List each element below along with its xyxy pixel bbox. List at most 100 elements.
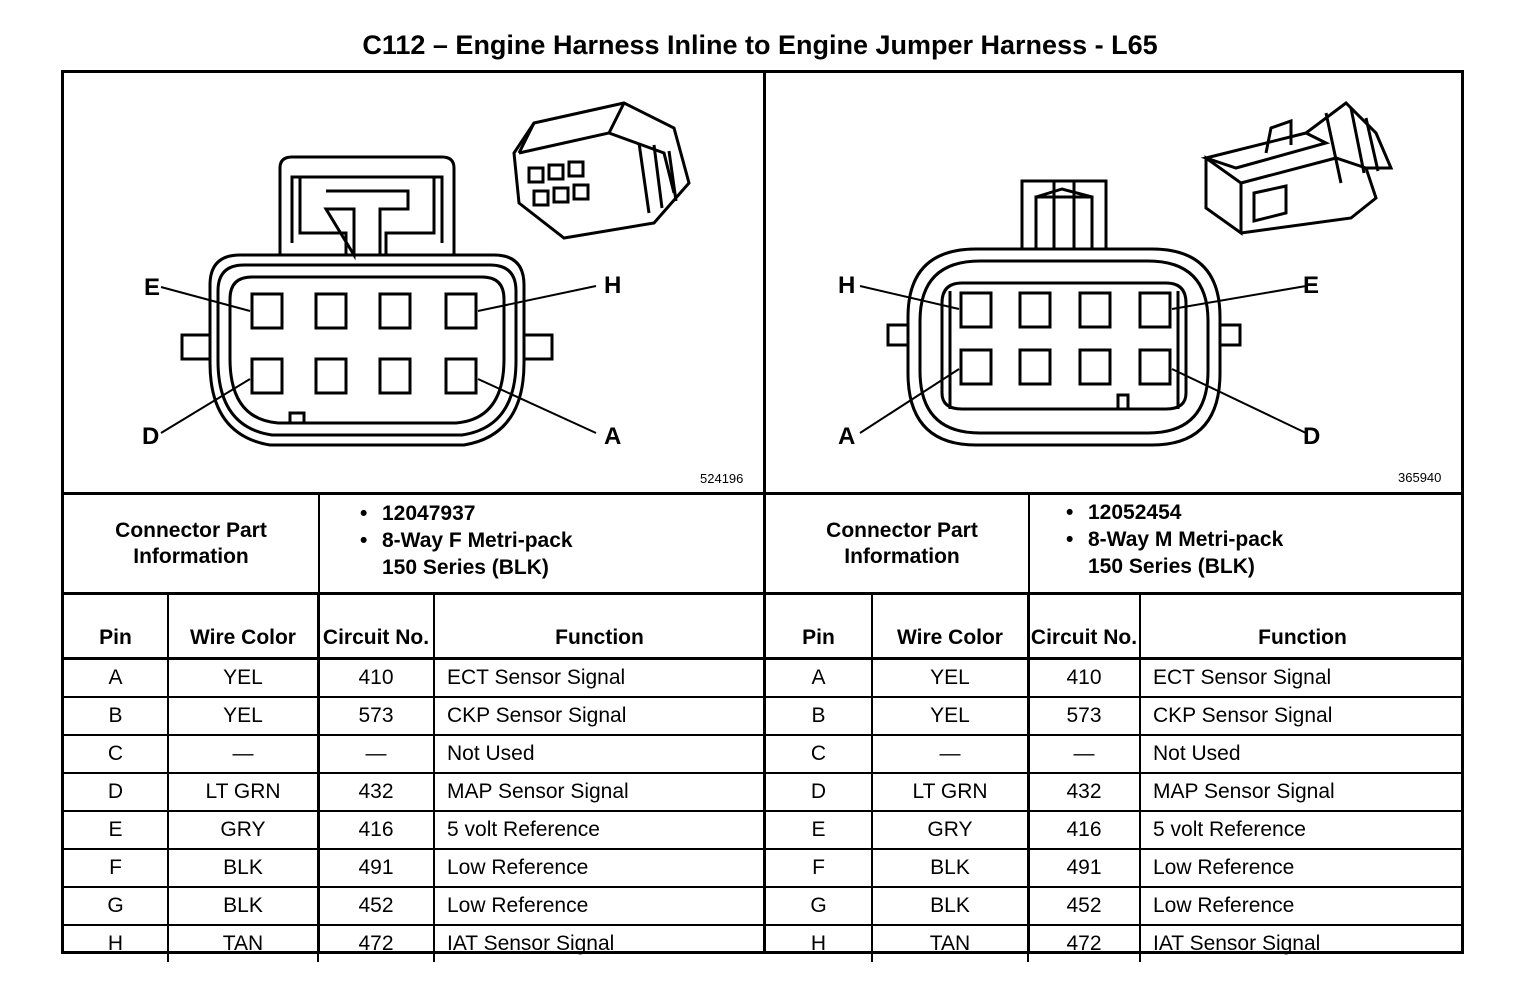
left-cell-pin: F <box>64 848 169 887</box>
right-header-function: Function <box>1258 626 1347 649</box>
right-cell-circuit: 416 <box>1028 810 1141 849</box>
right-cell-pin: B <box>766 696 873 735</box>
left-figure-id: 524196 <box>700 471 744 486</box>
right-cell-wire: YEL <box>872 657 1029 697</box>
right-part-number: 12052454 <box>1088 501 1182 524</box>
right-cell-function: MAP Sensor Signal <box>1140 772 1464 811</box>
left-pin-label-e: E <box>144 274 161 301</box>
right-cell-function: Low Reference <box>1140 886 1464 925</box>
left-cell-function: 5 volt Reference <box>434 810 764 849</box>
right-part-info: •12052454 •8-Way M Metri-pack 150 Series… <box>1066 501 1284 578</box>
right-cell-circuit: 472 <box>1028 924 1141 962</box>
left-header-function: Function <box>555 626 644 649</box>
left-cell-pin: H <box>64 924 169 962</box>
left-cell-wire: BLK <box>168 848 319 887</box>
right-header-circuit-no: Circuit No. <box>1028 595 1141 659</box>
right-cell-function: Not Used <box>1140 734 1464 773</box>
left-header-pin: Pin <box>64 595 169 659</box>
right-description: 8-Way M Metri-pack <box>1088 528 1284 551</box>
left-cell-pin: D <box>64 772 169 811</box>
left-cell-function: Low Reference <box>434 886 764 925</box>
left-cell-circuit: — <box>318 734 435 773</box>
right-cell-circuit: 491 <box>1028 848 1141 887</box>
right-figure-id: 365940 <box>1398 470 1442 485</box>
left-cell-pin: C <box>64 734 169 773</box>
left-header-wire-color: Wire Color <box>168 595 319 659</box>
page-title: C112 – Engine Harness Inline to Engine J… <box>362 30 1158 60</box>
left-connector-drawing <box>160 101 691 447</box>
right-cell-circuit: 410 <box>1028 657 1141 697</box>
right-cell-pin: F <box>766 848 873 887</box>
right-header-pin: Pin <box>766 595 873 659</box>
left-part-number: 12047937 <box>382 502 476 525</box>
left-series: 150 Series (BLK) <box>382 556 549 579</box>
left-cell-wire: LT GRN <box>168 772 319 811</box>
right-pin-label-a: A <box>838 423 856 450</box>
drawing-bottom-rule <box>61 492 1464 495</box>
right-cell-wire: TAN <box>872 924 1029 962</box>
left-cell-pin: G <box>64 886 169 925</box>
left-cell-function: Not Used <box>434 734 764 773</box>
right-cell-pin: C <box>766 734 873 773</box>
right-series: 150 Series (BLK) <box>1088 555 1255 578</box>
left-cell-pin: A <box>64 657 169 697</box>
left-cell-function: MAP Sensor Signal <box>434 772 764 811</box>
table-divider <box>763 595 766 954</box>
left-cell-function: CKP Sensor Signal <box>434 696 764 735</box>
right-cell-circuit: 452 <box>1028 886 1141 925</box>
right-cell-circuit: — <box>1028 734 1141 773</box>
left-cell-wire: BLK <box>168 886 319 925</box>
panel-divider <box>763 70 766 595</box>
left-cell-circuit: 472 <box>318 924 435 962</box>
right-cell-wire: — <box>872 734 1029 773</box>
left-pin-label-h: H <box>604 272 622 299</box>
left-cell-wire: GRY <box>168 810 319 849</box>
left-cell-wire: TAN <box>168 924 319 962</box>
right-cell-wire: BLK <box>872 886 1029 925</box>
left-pin-label-a: A <box>604 423 622 450</box>
right-cell-circuit: 573 <box>1028 696 1141 735</box>
right-connector-label: Connector Part Information <box>826 519 978 568</box>
left-cell-wire: YEL <box>168 657 319 697</box>
left-cell-function: ECT Sensor Signal <box>434 657 764 697</box>
right-connector-drawing <box>859 101 1394 447</box>
right-cell-function: ECT Sensor Signal <box>1140 657 1464 697</box>
right-cell-function: CKP Sensor Signal <box>1140 696 1464 735</box>
right-cell-pin: E <box>766 810 873 849</box>
left-cell-pin: B <box>64 696 169 735</box>
left-part-info: •12047937 •8-Way F Metri-pack 150 Series… <box>360 502 573 579</box>
left-cell-function: Low Reference <box>434 848 764 887</box>
right-pin-label-e: E <box>1303 272 1320 299</box>
right-cell-pin: A <box>766 657 873 697</box>
right-cell-circuit: 432 <box>1028 772 1141 811</box>
left-cell-circuit: 410 <box>318 657 435 697</box>
left-table-row: C——Not Used <box>64 734 764 773</box>
left-cell-wire: — <box>168 734 319 773</box>
right-table-row: C——Not Used <box>766 734 1464 773</box>
right-cell-wire: LT GRN <box>872 772 1029 811</box>
left-cell-wire: YEL <box>168 696 319 735</box>
left-cell-circuit: 416 <box>318 810 435 849</box>
right-pin-label-h: H <box>838 272 856 299</box>
right-cell-function: Low Reference <box>1140 848 1464 887</box>
right-cell-pin: G <box>766 886 873 925</box>
left-cell-function: IAT Sensor Signal <box>434 924 764 962</box>
right-cell-pin: H <box>766 924 873 962</box>
right-cell-function: IAT Sensor Signal <box>1140 924 1464 962</box>
left-connector-label: Connector Part Information <box>115 519 267 568</box>
right-cell-function: 5 volt Reference <box>1140 810 1464 849</box>
right-cell-wire: BLK <box>872 848 1029 887</box>
